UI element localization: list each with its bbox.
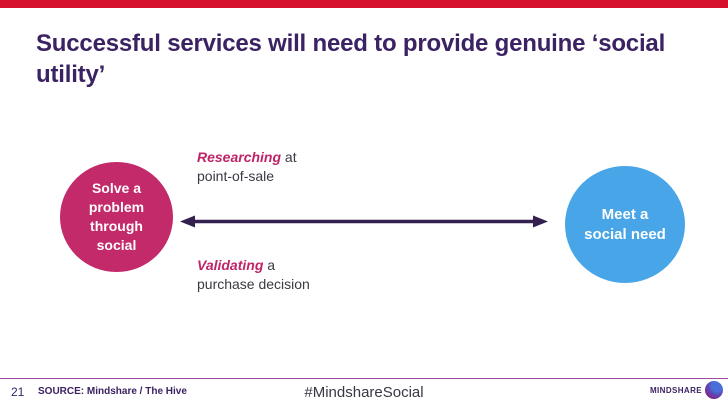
researching-annotation-line2: point-of-sale bbox=[197, 168, 275, 184]
validating-rest: a bbox=[263, 257, 276, 273]
source-attribution: SOURCE: Mindshare / The Hive bbox=[38, 386, 187, 397]
social-need-circle: Meet a social need bbox=[565, 166, 685, 283]
researching-annotation-line1: Researching at bbox=[197, 148, 297, 167]
mindshare-logo-text: MINDSHARE bbox=[649, 385, 702, 395]
mindshare-logo: MINDSHARE bbox=[650, 381, 723, 399]
solve-problem-circle-label: Solve a problem through social bbox=[88, 180, 145, 253]
social-need-circle-label: Meet a social need bbox=[584, 205, 666, 243]
validating-highlight: Validating bbox=[197, 257, 264, 273]
top-accent-bar bbox=[0, 0, 728, 8]
double-arrow bbox=[180, 215, 548, 228]
validating-annotation-line1: Validating a bbox=[197, 256, 310, 275]
validating-annotation: Validating a purchase decision bbox=[197, 256, 310, 294]
researching-rest: at bbox=[281, 149, 297, 165]
footer-divider bbox=[0, 378, 728, 379]
slide-title: Successful services will need to provide… bbox=[36, 30, 666, 88]
researching-annotation: Researching at point-of-sale bbox=[197, 148, 297, 186]
researching-highlight: Researching bbox=[197, 149, 282, 165]
solve-problem-circle: Solve a problem through social bbox=[60, 162, 173, 272]
mindshare-sphere-icon bbox=[705, 381, 723, 399]
validating-annotation-line2: purchase decision bbox=[197, 276, 310, 292]
page-number: 21 bbox=[11, 385, 25, 399]
hashtag: #MindshareSocial bbox=[304, 384, 424, 401]
